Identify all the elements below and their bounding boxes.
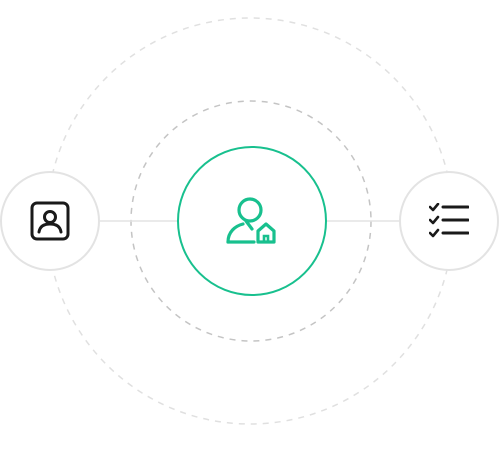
contact-card-icon xyxy=(30,201,70,241)
user-home-icon xyxy=(226,197,276,244)
checklist-node xyxy=(399,171,499,271)
contact-card-node xyxy=(0,171,100,271)
checklist-icon xyxy=(429,203,469,238)
user-home-node xyxy=(177,146,327,296)
